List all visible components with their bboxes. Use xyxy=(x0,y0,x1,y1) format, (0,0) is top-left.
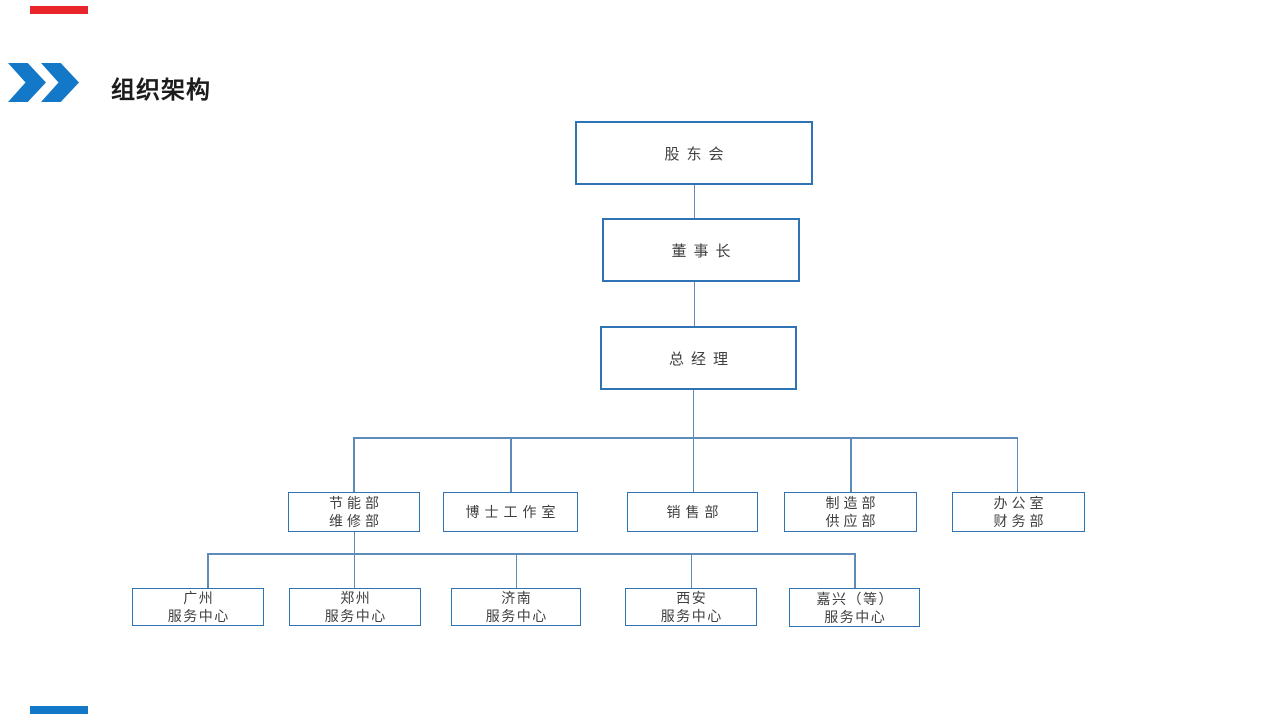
org-node-energy-maintenance-dept: 节能部 维修部 xyxy=(288,492,420,532)
page-title: 组织架构 xyxy=(111,77,211,104)
bottom-accent-bar xyxy=(30,706,88,714)
org-node-shareholders: 股东会 xyxy=(575,121,813,185)
org-node-jinan-service-center: 济南 服务中心 xyxy=(451,588,581,626)
connector-line xyxy=(515,553,517,588)
top-accent-bar xyxy=(30,6,88,14)
org-node-sales-dept: 销售部 xyxy=(627,492,758,532)
org-node-manufacturing-supply-dept: 制造部 供应部 xyxy=(784,492,917,532)
org-node-office-finance-dept: 办公室 财务部 xyxy=(952,492,1085,532)
connector-line xyxy=(353,437,355,492)
connector-line xyxy=(353,437,1018,439)
chevron-right-icon xyxy=(41,63,79,102)
connector-line xyxy=(353,532,355,588)
org-node-zhengzhou-service-center: 郑州 服务中心 xyxy=(289,588,421,626)
connector-line xyxy=(693,185,695,218)
org-node-chairman: 董事长 xyxy=(602,218,800,282)
org-node-doctor-studio: 博士工作室 xyxy=(443,492,578,532)
connector-line xyxy=(692,390,694,492)
connector-line xyxy=(693,282,695,326)
org-node-xian-service-center: 西安 服务中心 xyxy=(625,588,757,626)
org-node-guangzhou-service-center: 广州 服务中心 xyxy=(132,588,264,626)
connector-line xyxy=(510,437,512,492)
connector-line xyxy=(850,437,852,492)
org-node-jiaxing-service-center: 嘉兴（等） 服务中心 xyxy=(789,588,920,627)
chevron-right-icon xyxy=(8,63,46,102)
connector-line xyxy=(207,553,209,588)
connector-line xyxy=(207,553,855,555)
org-node-general-manager: 总经理 xyxy=(600,326,797,390)
connector-line xyxy=(690,553,692,588)
connector-line xyxy=(854,553,856,588)
connector-line xyxy=(1016,437,1018,492)
